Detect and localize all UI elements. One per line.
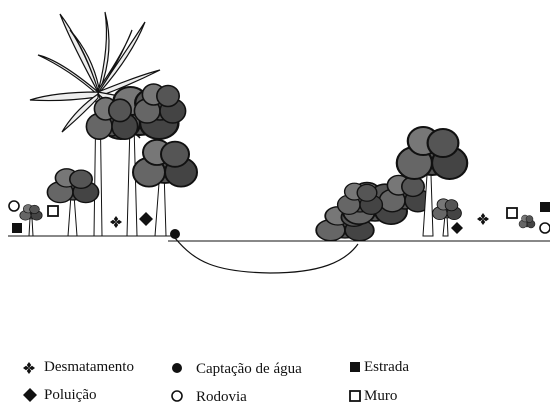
- estrada-symbol-left: [12, 223, 22, 233]
- right-shrub-mass: [315, 174, 432, 242]
- rodovia-symbol-right: [539, 222, 550, 234]
- muro-symbol-left: [47, 205, 59, 217]
- legend-label-captacao: Captação de água: [196, 361, 302, 377]
- legend-label-desmatamento: Desmatamento: [44, 359, 134, 375]
- left-bush: [19, 204, 43, 237]
- estrada-symbol-right: [540, 202, 550, 212]
- muro-symbol-right: [506, 207, 518, 219]
- legend-label-muro: Muro: [364, 388, 398, 404]
- profile-symbols: [8, 200, 550, 239]
- captacao-legend-icon: [172, 363, 182, 373]
- estrada-legend-icon: [350, 362, 360, 372]
- legend-symbols: [23, 362, 361, 402]
- rodovia-symbol-left: [8, 200, 20, 212]
- poluicao-legend-icon: [23, 388, 37, 402]
- right-tall-tree: [395, 125, 469, 237]
- right-bush: [518, 214, 536, 229]
- right-small-tree: [432, 198, 462, 237]
- legend-label-rodovia: Rodovia: [196, 389, 247, 405]
- captacao-symbol: [170, 229, 180, 239]
- rodovia-legend-icon: [171, 390, 183, 402]
- poluicao-symbol-left: [139, 212, 153, 226]
- poluicao-symbol-right: [451, 222, 463, 234]
- desmatamento-legend-icon: [23, 362, 35, 374]
- legend-label-poluicao: Poluição: [44, 387, 97, 403]
- left-medium-tree: [132, 138, 198, 237]
- left-small-tree: [46, 168, 100, 237]
- desmatamento-symbol-left: [110, 216, 122, 228]
- ground-profile: [8, 235, 550, 274]
- legend-label-estrada: Estrada: [364, 359, 409, 375]
- desmatamento-symbol-right: [477, 213, 489, 225]
- left-tall-tree: [85, 83, 187, 237]
- muro-legend-icon: [349, 390, 361, 402]
